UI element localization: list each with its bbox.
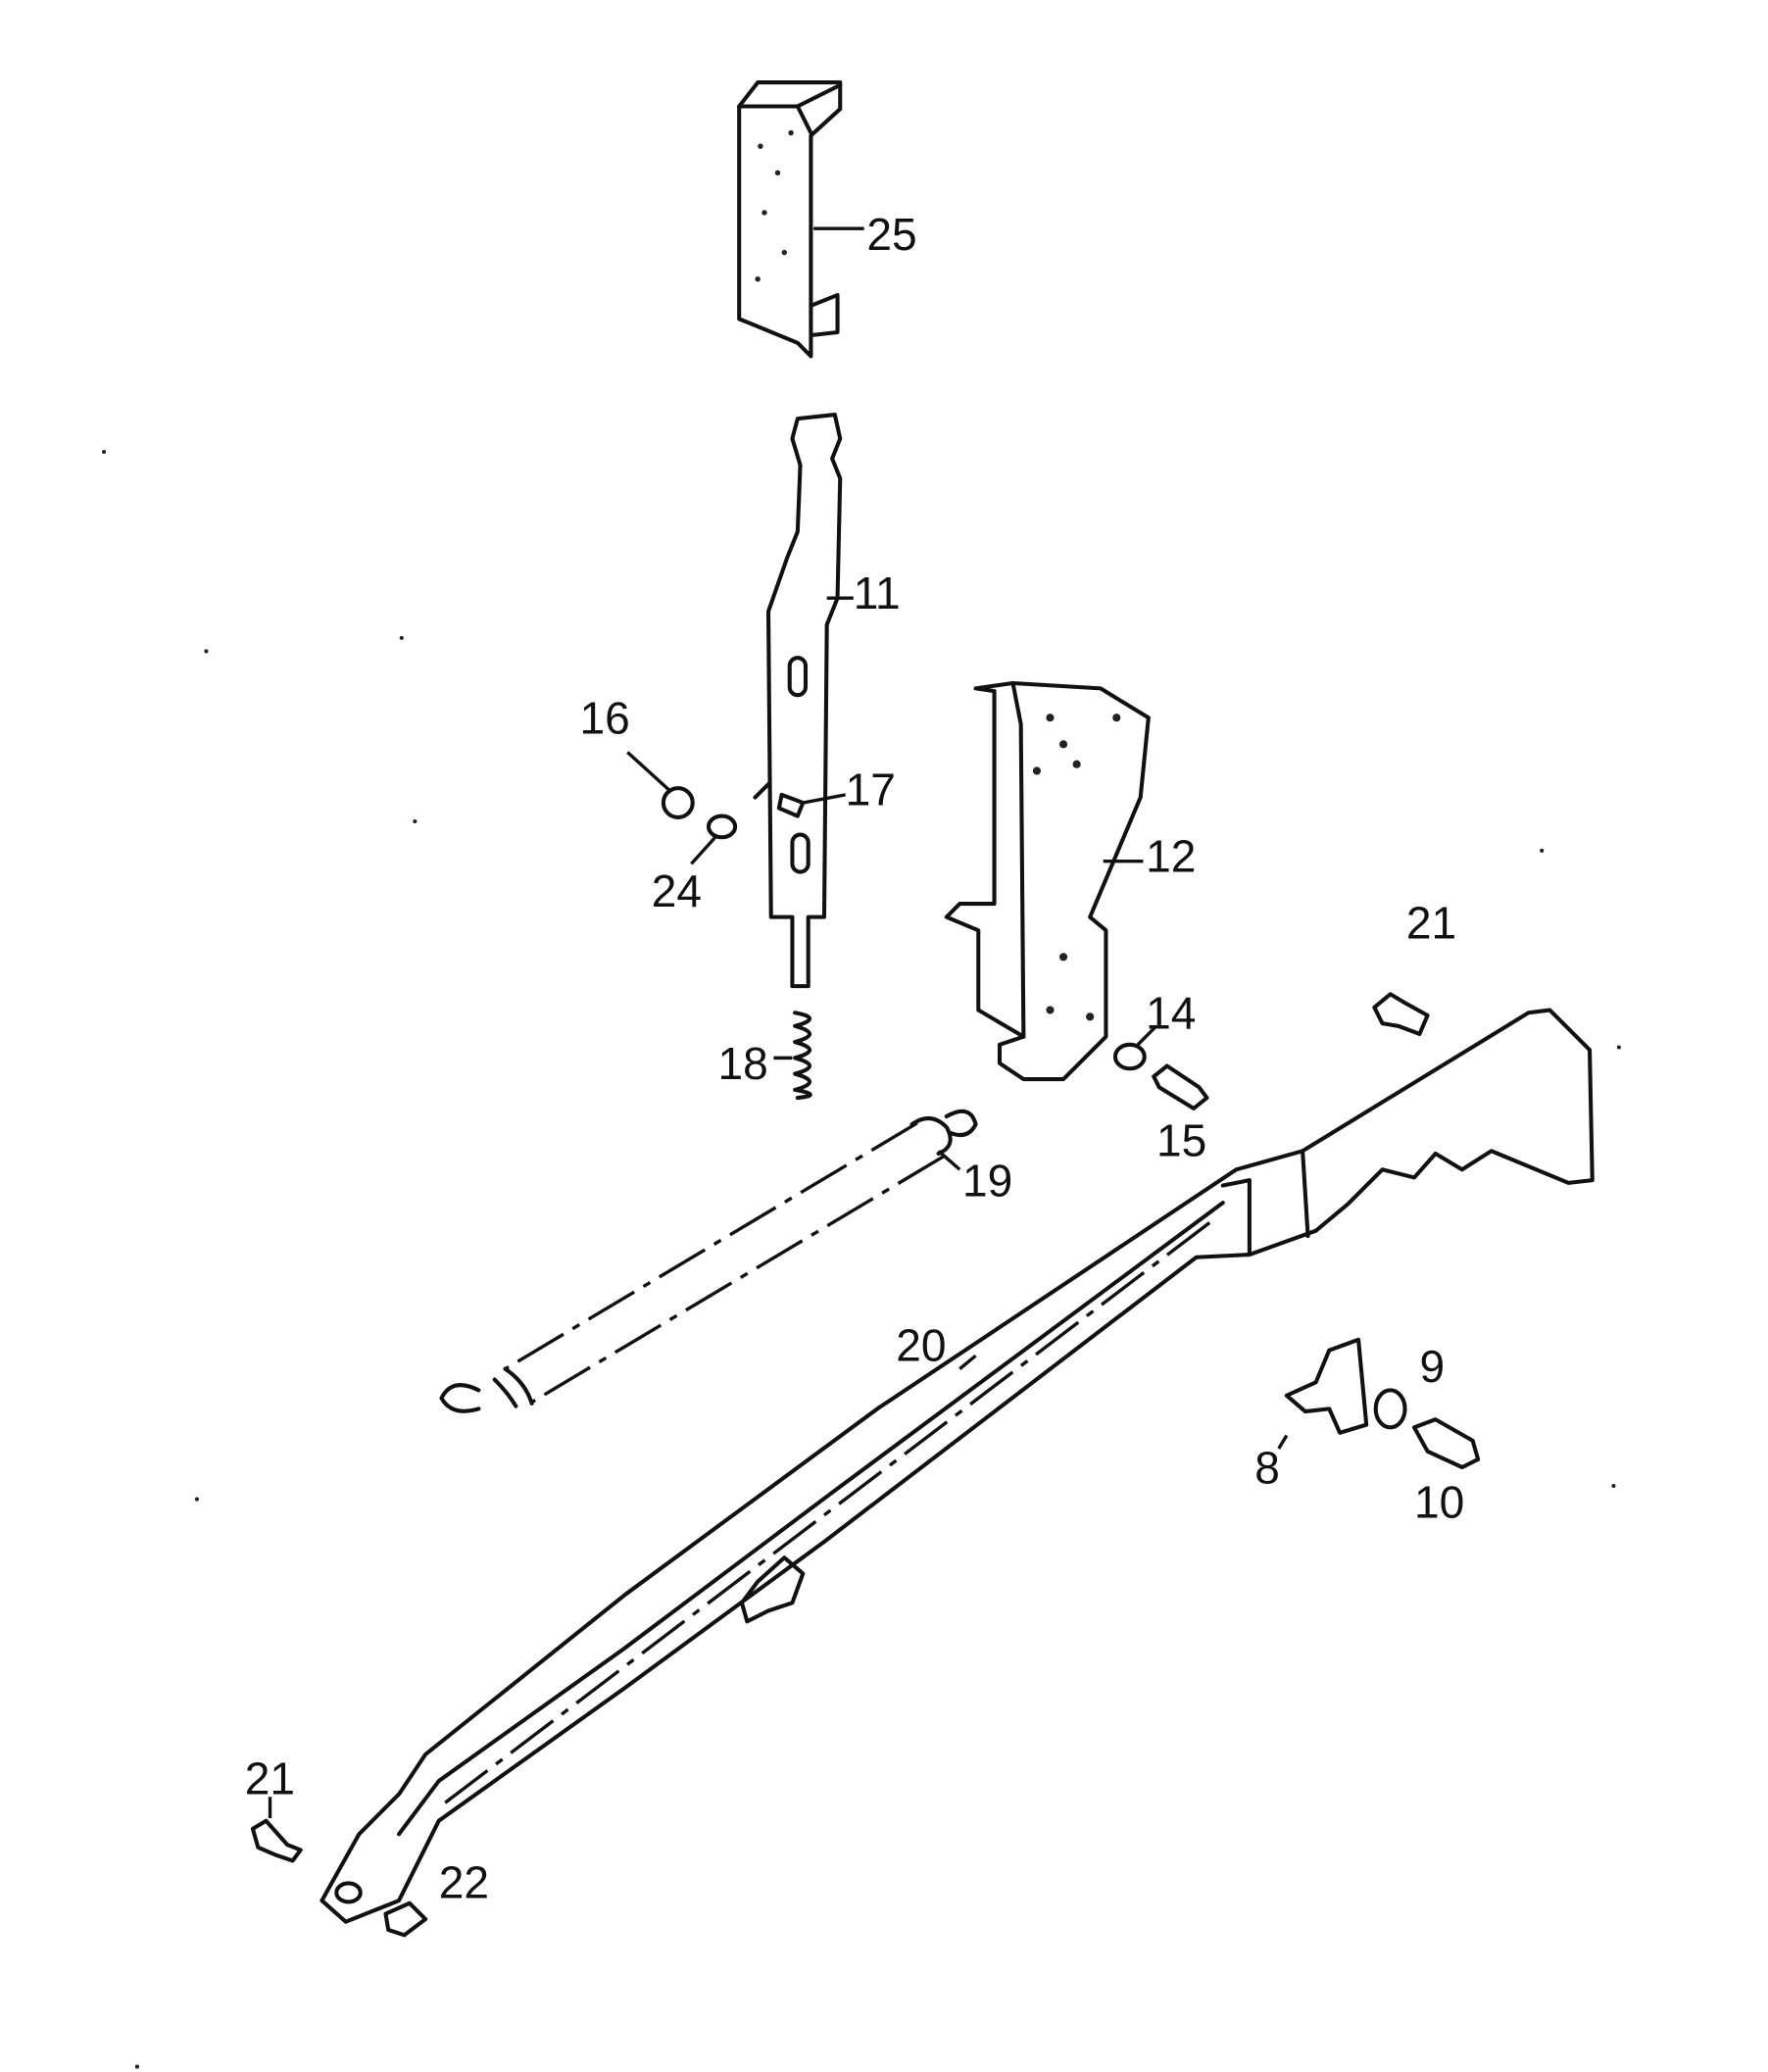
label-9: 9 [1419, 1341, 1445, 1392]
part-25-handle-cap: 25 [737, 80, 917, 359]
part-21-bolt-bottom: 21 [245, 1753, 303, 1863]
part-15-pin: 15 [1152, 1063, 1209, 1166]
label-21-top: 21 [1406, 897, 1456, 948]
label-17: 17 [846, 765, 896, 815]
label-12: 12 [1146, 831, 1196, 882]
part-22-nut: 22 [383, 1856, 489, 1938]
part-11-lever: 11 17 [753, 413, 901, 989]
part-18-spring: 18 [718, 1011, 812, 1101]
label-24: 24 [652, 865, 702, 916]
part-8-bracket: 8 [1254, 1337, 1369, 1493]
label-25: 25 [866, 209, 916, 260]
label-10: 10 [1414, 1477, 1464, 1528]
label-19: 19 [962, 1155, 1012, 1206]
part-21-bolt-top: 21 [1372, 897, 1456, 1036]
part-12-bracket: 12 [944, 680, 1196, 1082]
label-14: 14 [1146, 988, 1196, 1039]
part-16-nut: 16 [579, 693, 695, 819]
label-16: 16 [579, 693, 629, 744]
label-11: 11 [854, 567, 901, 618]
label-8: 8 [1254, 1442, 1280, 1493]
part-24-washer: 24 [652, 814, 738, 916]
part-14-washer: 14 [1112, 988, 1196, 1071]
part-9-washer: 9 [1373, 1341, 1445, 1430]
label-15: 15 [1156, 1115, 1206, 1166]
label-20: 20 [896, 1320, 946, 1371]
label-21-bottom: 21 [245, 1753, 295, 1804]
scan-specks [101, 450, 1621, 2069]
part-20-arm: 20 [319, 1008, 1595, 1924]
label-18: 18 [718, 1038, 768, 1089]
label-22: 22 [439, 1856, 489, 1907]
part-19-tension-spring: 19 [439, 1109, 1012, 1413]
part-10-bolt: 10 [1412, 1417, 1481, 1528]
